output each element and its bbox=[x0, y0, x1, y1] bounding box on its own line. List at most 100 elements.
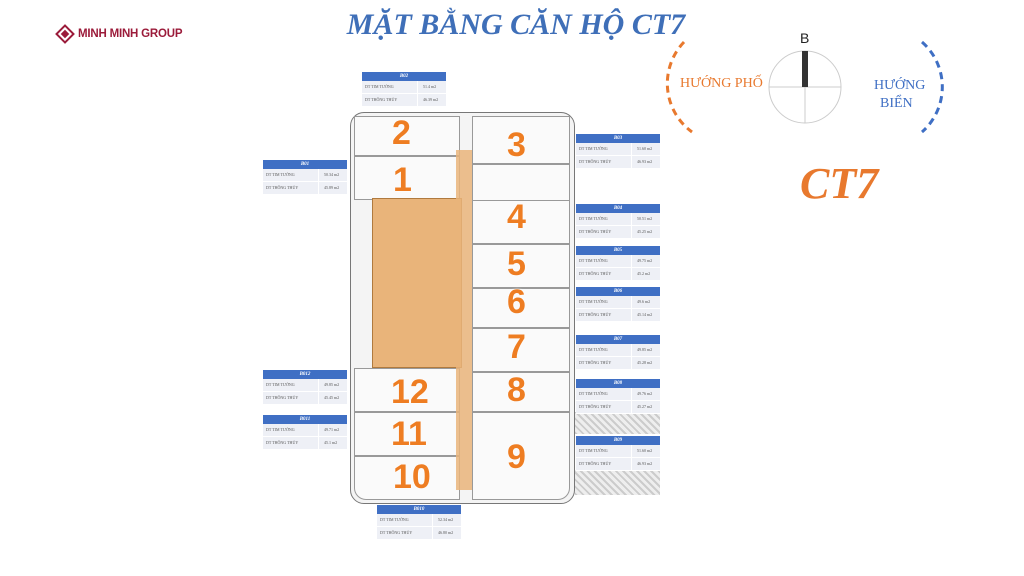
row-label: DT THÔNG THỦY bbox=[263, 182, 319, 194]
row-value: 46.93 m2 bbox=[637, 159, 653, 164]
sea-direction-label-2: BIỂN bbox=[880, 96, 913, 111]
row-label: DT TIM TƯỜNG bbox=[576, 143, 632, 155]
row-value: 45.1 m2 bbox=[324, 440, 338, 445]
unit-number-10: 10 bbox=[393, 458, 431, 496]
row-label: DT TIM TƯỜNG bbox=[377, 514, 433, 526]
wall-area-row: DT TIM TƯỜNG 50.51 m2 bbox=[576, 213, 660, 226]
row-label: DT TIM TƯỜNG bbox=[263, 424, 319, 436]
unit-number-4: 4 bbox=[507, 198, 526, 236]
corridor bbox=[456, 150, 472, 490]
row-label: DT THÔNG THỦY bbox=[576, 401, 632, 413]
wall-area-row: DT TIM TƯỜNG 51.60 m2 bbox=[576, 445, 660, 458]
row-value: 49.6 m2 bbox=[637, 299, 651, 304]
row-label: DT TIM TƯỜNG bbox=[576, 213, 632, 225]
unit-code: B012 bbox=[263, 370, 347, 379]
unit-code: B08 bbox=[576, 379, 660, 388]
north-needle-icon bbox=[802, 51, 808, 87]
row-label: DT THÔNG THỦY bbox=[576, 226, 632, 238]
row-value: 46.39 m2 bbox=[423, 97, 439, 102]
building-label: CT7 bbox=[800, 159, 879, 208]
row-value: 51.4 m2 bbox=[423, 84, 437, 89]
wall-area-row: DT TIM TƯỜNG 49.71 m2 bbox=[263, 424, 347, 437]
row-value: 45.25 m2 bbox=[637, 229, 653, 234]
north-label: B bbox=[800, 30, 810, 46]
street-direction-arc bbox=[665, 40, 693, 134]
unit-code: B010 bbox=[377, 505, 461, 514]
street-direction-label: HƯỚNG PHỐ bbox=[680, 76, 763, 91]
unit-area-table: B010 DT TIM TƯỜNG 52.34 m2 DT THÔNG THỦY 4… bbox=[377, 505, 461, 540]
clear-area-row: DT THÔNG THỦY 45.89 m2 bbox=[263, 182, 347, 195]
unit-code: B01 bbox=[263, 160, 347, 169]
clear-area-row: DT THÔNG THỦY 46.93 m2 bbox=[576, 156, 660, 169]
row-value: 49.85 m2 bbox=[324, 382, 340, 387]
page-title: MẶT BẰNG CĂN HỘ CT7 bbox=[346, 8, 686, 41]
row-label: DT THÔNG THỦY bbox=[362, 94, 418, 106]
row-label: DT THÔNG THỦY bbox=[576, 156, 632, 168]
clear-area-row: DT THÔNG THỦY 45.27 m2 bbox=[576, 401, 660, 414]
unit-number-2: 2 bbox=[392, 114, 411, 152]
row-value: 45.27 m2 bbox=[637, 404, 653, 409]
balcony-hatch bbox=[575, 412, 660, 434]
unit-code: B02 bbox=[362, 72, 446, 81]
sea-direction-label-1: HƯỚNG bbox=[874, 78, 926, 93]
floor-plan bbox=[350, 112, 575, 504]
balcony-hatch bbox=[575, 470, 660, 495]
row-value: 51.60 m2 bbox=[637, 448, 653, 453]
unit-number-5: 5 bbox=[507, 245, 526, 283]
row-label: DT THÔNG THỦY bbox=[576, 458, 632, 470]
row-value: 49.71 m2 bbox=[324, 427, 340, 432]
row-label: DT THÔNG THỦY bbox=[576, 309, 632, 321]
row-value: 50.51 m2 bbox=[637, 216, 653, 221]
row-label: DT TIM TƯỜNG bbox=[576, 388, 632, 400]
core-area bbox=[372, 198, 462, 368]
row-label: DT TIM TƯỜNG bbox=[576, 445, 632, 457]
clear-area-row: DT THÔNG THỦY 46.39 m2 bbox=[362, 94, 446, 107]
row-label: DT TIM TƯỜNG bbox=[576, 255, 632, 267]
unit-number-8: 8 bbox=[507, 371, 526, 409]
row-label: DT TIM TƯỜNG bbox=[576, 344, 632, 356]
sea-direction-arc bbox=[921, 40, 944, 134]
unit-number-1: 1 bbox=[393, 161, 412, 199]
row-value: 45.14 m2 bbox=[637, 312, 653, 317]
logo-text: MINH MINH GROUP bbox=[78, 28, 183, 40]
unit-code: B05 bbox=[576, 246, 660, 255]
clear-area-row: DT THÔNG THỦY 45.25 m2 bbox=[576, 226, 660, 239]
row-value: 45.89 m2 bbox=[324, 185, 340, 190]
wall-area-row: DT TIM TƯỜNG 49.6 m2 bbox=[576, 296, 660, 309]
row-value: 49.76 m2 bbox=[637, 391, 653, 396]
compass-diagram bbox=[665, 40, 944, 134]
clear-area-row: DT THÔNG THỦY 45.1 m2 bbox=[263, 437, 347, 450]
clear-area-row: DT THÔNG THỦY 46.80 m2 bbox=[377, 527, 461, 540]
unit-code: B04 bbox=[576, 204, 660, 213]
unit-code: B09 bbox=[576, 436, 660, 445]
row-label: DT THÔNG THỦY bbox=[576, 268, 632, 280]
row-label: DT THÔNG THỦY bbox=[377, 527, 433, 539]
row-label: DT TIM TƯỜNG bbox=[576, 296, 632, 308]
company-logo: MINH MINH GROUP bbox=[55, 24, 183, 44]
row-label: DT THÔNG THỦY bbox=[576, 357, 632, 369]
row-value: 46.80 m2 bbox=[438, 530, 454, 535]
row-label: DT THÔNG THỦY bbox=[263, 437, 319, 449]
row-value: 50.34 m2 bbox=[324, 172, 340, 177]
unit-code: B07 bbox=[576, 335, 660, 344]
row-value: 45.28 m2 bbox=[637, 360, 653, 365]
row-value: 45.45 m2 bbox=[324, 395, 340, 400]
unit-number-11: 11 bbox=[391, 415, 427, 453]
unit-number-12: 12 bbox=[391, 373, 429, 411]
wall-area-row: DT TIM TƯỜNG 52.34 m2 bbox=[377, 514, 461, 527]
row-value: 52.34 m2 bbox=[438, 517, 454, 522]
